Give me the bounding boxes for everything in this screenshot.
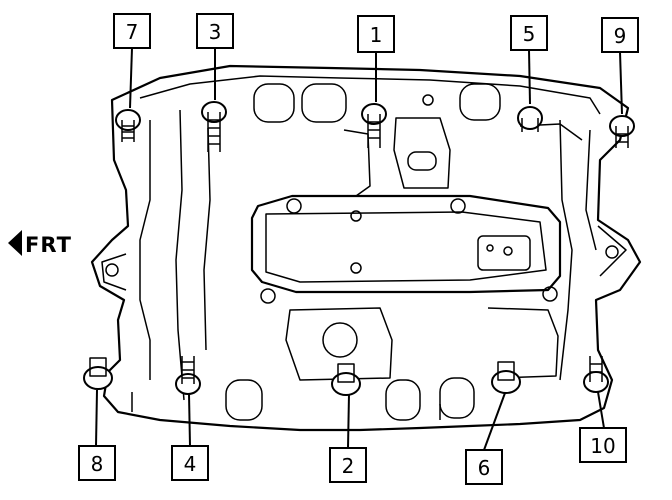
bolt-7 — [115, 109, 141, 142]
callout-2-label: 2 — [342, 454, 355, 478]
callout-6-label: 6 — [478, 456, 491, 480]
callout-9-label: 9 — [614, 24, 627, 48]
callout-10-label: 10 — [590, 434, 615, 458]
callout-7-label: 7 — [126, 20, 139, 44]
bolt-2 — [331, 363, 361, 396]
bolts — [83, 101, 635, 396]
manifold-body — [90, 64, 642, 432]
bolt-6 — [491, 361, 521, 394]
callout-4: 4 — [171, 445, 209, 481]
callout-3-label: 3 — [209, 20, 222, 44]
front-arrow-icon — [8, 230, 22, 256]
callout-10: 10 — [579, 427, 627, 463]
leader-lines — [95, 47, 623, 451]
bolt-10 — [583, 356, 609, 393]
callout-9: 9 — [601, 17, 639, 53]
bolt-8 — [83, 357, 113, 390]
bolt-5 — [517, 106, 543, 132]
callout-1: 1 — [357, 15, 395, 53]
callout-8-label: 8 — [91, 452, 104, 476]
bolt-1 — [361, 103, 387, 148]
callout-5: 5 — [510, 15, 548, 51]
callout-3: 3 — [196, 13, 234, 49]
front-direction-label: FRT — [25, 233, 72, 257]
callout-7: 7 — [113, 13, 151, 49]
callout-2: 2 — [329, 447, 367, 483]
bolt-4 — [175, 356, 201, 395]
callout-6: 6 — [465, 449, 503, 485]
bolt-9 — [609, 115, 635, 148]
callout-4-label: 4 — [184, 452, 197, 476]
front-direction-indicator: FRT — [8, 230, 72, 257]
callout-8: 8 — [78, 445, 116, 481]
bolt-3 — [201, 101, 227, 152]
callout-1-label: 1 — [370, 23, 383, 47]
callout-5-label: 5 — [523, 22, 536, 46]
